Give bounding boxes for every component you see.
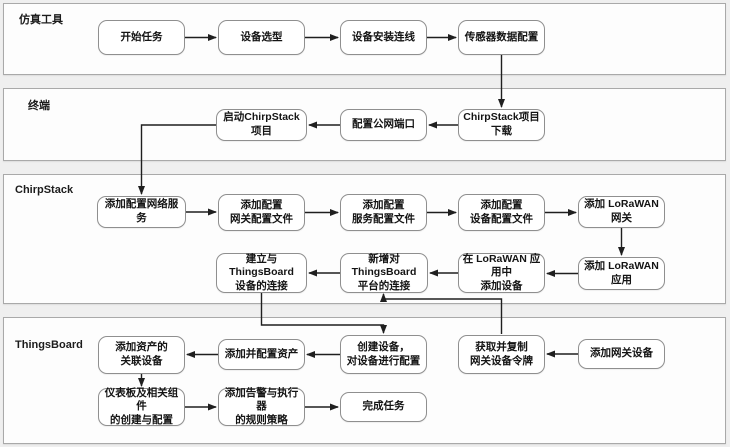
node-dashboard: 仪表板及相关组件 的创建与配置 xyxy=(98,387,185,426)
node-dev_file: 添加配置 设备配置文件 xyxy=(458,194,545,231)
node-start: 开始任务 xyxy=(98,20,185,55)
node-tb_plat: 新增对ThingsBoard 平台的连接 xyxy=(340,253,428,293)
node-gw_file: 添加配置 网关配置文件 xyxy=(218,194,305,231)
node-launch: 启动ChirpStack项目 xyxy=(216,109,307,141)
lane-label-chirpstack: ChirpStack xyxy=(15,184,74,196)
node-add_gw: 添加 LoRaWAN 网关 xyxy=(578,196,665,228)
node-tb_dev: 建立与ThingsBoard 设备的连接 xyxy=(216,253,307,293)
node-token: 获取并复制 网关设备令牌 xyxy=(458,335,545,374)
lane-terminal: 终端 xyxy=(3,88,726,161)
node-create_dev: 创建设备， 对设备进行配置 xyxy=(340,335,427,374)
node-device_sel: 设备选型 xyxy=(218,20,305,55)
node-install: 设备安装连线 xyxy=(340,20,427,55)
node-alarm: 添加告警与执行器 的规则策略 xyxy=(218,387,305,426)
node-finish: 完成任务 xyxy=(340,392,427,422)
node-sensor_cfg: 传感器数据配置 xyxy=(458,20,545,55)
node-net_service: 添加配置网络服务 xyxy=(97,196,186,228)
node-srv_file: 添加配置 服务配置文件 xyxy=(340,194,427,231)
lane-label-thingsboard: ThingsBoard xyxy=(15,339,83,351)
node-app_device: 在 LoRaWAN 应用中 添加设备 xyxy=(458,253,545,293)
node-chirp_dl: ChirpStack项目下载 xyxy=(458,109,545,141)
node-asset_cfg: 添加并配置资产 xyxy=(218,339,305,370)
node-asset_dev: 添加资产的 关联设备 xyxy=(98,336,185,374)
node-gw_device: 添加网关设备 xyxy=(578,339,665,369)
node-port_cfg: 配置公网端口 xyxy=(340,109,427,141)
node-add_app: 添加 LoRaWAN 应用 xyxy=(578,257,665,290)
lane-label-terminal: 终端 xyxy=(28,100,50,112)
lane-label-sim: 仿真工具 xyxy=(19,14,63,26)
